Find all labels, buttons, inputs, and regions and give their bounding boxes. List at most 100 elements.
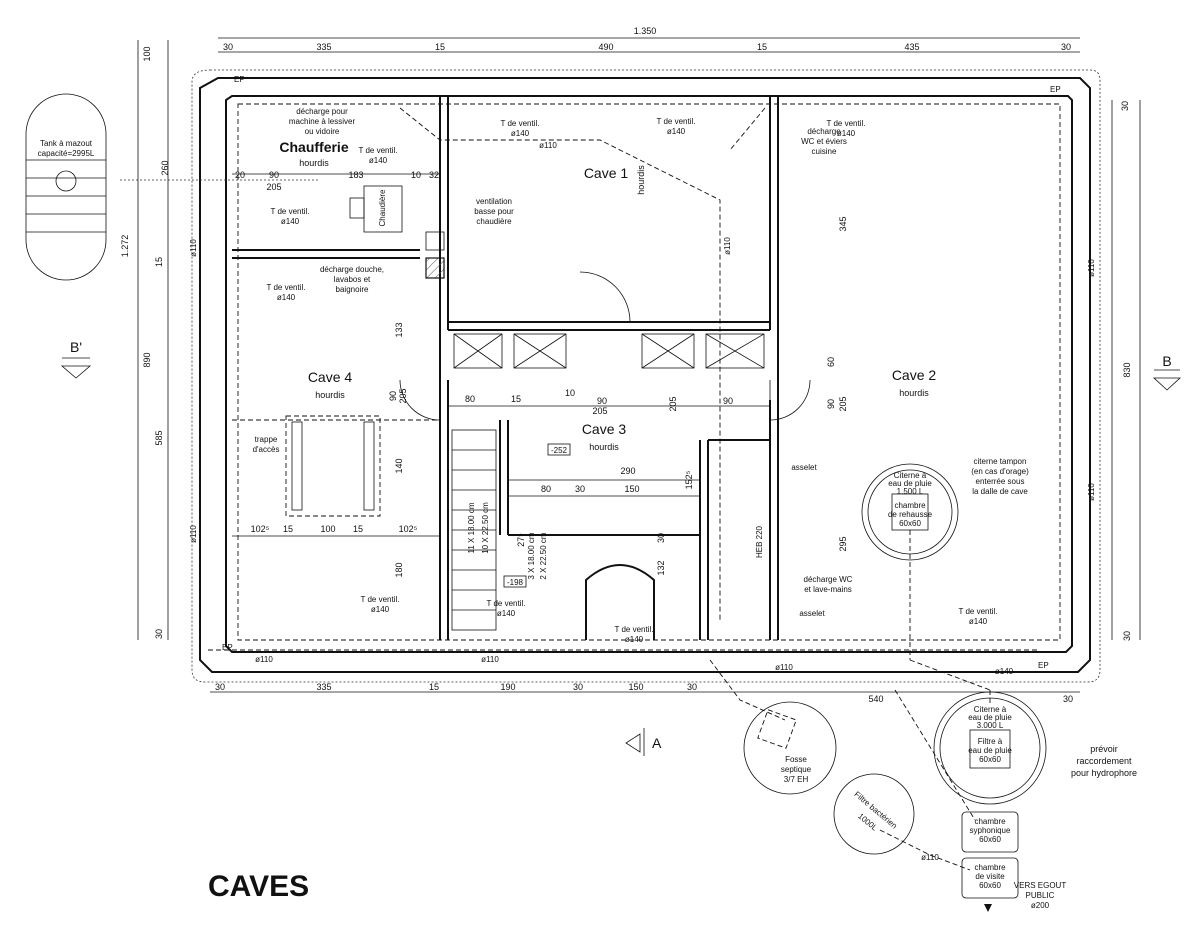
dim-left-inner-3: 140 [394, 458, 404, 473]
vent-diam-3: ø140 [667, 127, 686, 136]
level-252: -252 [551, 446, 568, 455]
chambre-rehausse-2: de rehausse [888, 510, 933, 519]
dim-left-1: 100 [142, 46, 152, 61]
ep-top-left: EP [234, 75, 245, 84]
dim-ch-2: 90 [269, 170, 279, 180]
dim-cv-8: 27⁵ [516, 533, 526, 547]
asselet-label-2: asselet [799, 609, 825, 618]
section-markers [60, 357, 1182, 756]
vent-label-9: T de ventil. [615, 625, 654, 634]
dim-left-5: 585 [154, 430, 164, 445]
dimension-lines [137, 37, 1141, 693]
chambre-rehausse-1: chambre [894, 501, 926, 510]
boiler [349, 185, 403, 233]
doors [399, 271, 811, 421]
egout-3: ø200 [1031, 901, 1050, 910]
citerne-tampon-3: enterrée sous [976, 477, 1025, 486]
shafts [425, 231, 765, 369]
prevoir-3: pour hydrophore [1071, 768, 1137, 778]
pipe-d110-j: ø110 [1087, 259, 1096, 277]
section-bprime-label: B' [70, 339, 82, 355]
dim-c3-5: 205 [592, 406, 607, 416]
decharge-wc-lave-2: et lave-mains [804, 585, 852, 594]
dim-bot-6: 150 [628, 682, 643, 692]
dim-bot-2: 335 [316, 682, 331, 692]
note-douche-3: baignoire [336, 285, 369, 294]
pipe-d110-b: ø110 [723, 237, 732, 255]
pipe-d110-g: ø110 [921, 853, 939, 862]
filtre-pluie-2: eau de pluie [968, 746, 1012, 755]
decharge-wc-lave-1: décharge WC [804, 575, 853, 584]
tank-label-2: capacité=2995L [38, 149, 95, 158]
stair-label-1: 11 X 18.00 cm [467, 502, 476, 553]
chambre-siphon-1: chambre [974, 817, 1006, 826]
vent-diam-9: ø140 [625, 635, 644, 644]
dim-right-5: 830 [1122, 362, 1132, 377]
dim-c4-1: 102⁵ [251, 524, 270, 534]
room-cave1: Cave 1 [584, 165, 629, 181]
egout-1: VERS EGOUT [1014, 881, 1067, 890]
dim-top-5: 15 [757, 42, 767, 52]
room-cave2-hourdis: hourdis [899, 388, 929, 398]
boiler-label: Chaudière [378, 189, 387, 226]
pipe-d110-c: ø110 [255, 655, 273, 664]
dim-right-6: 295 [838, 536, 848, 551]
outer-walls [191, 69, 1101, 683]
fosse-1: Fosse [785, 755, 807, 764]
dim-ch-3: 183 [348, 170, 363, 180]
vent-diam-2: ø140 [511, 129, 530, 138]
dim-cv-1: 90 [388, 391, 398, 401]
chambre-siphon-3: 60x60 [979, 835, 1001, 844]
room-chaufferie: Chaufferie [279, 139, 348, 155]
dim-total-top: 1.350 [634, 26, 657, 36]
pipe-d110-h: ø110 [189, 239, 198, 257]
pipe-d110-i: ø110 [189, 525, 198, 543]
pipe-d110-a: ø110 [539, 141, 557, 150]
note-douche-2: lavabos et [334, 275, 371, 284]
vent-diam-10: ø140 [969, 617, 988, 626]
level-198-box [503, 575, 527, 588]
room-cave4-hourdis: hourdis [315, 390, 345, 400]
dim-bot-4: 190 [500, 682, 515, 692]
dim-ch-1: 20 [235, 170, 245, 180]
citerne-big-2: eau de pluie [968, 713, 1012, 722]
ep-bottom-left: EP [222, 643, 233, 652]
room-cave3-hourdis: hourdis [589, 442, 619, 452]
vent-diam-5: ø140 [281, 217, 300, 226]
level-252-box [547, 443, 571, 456]
section-a-label: A [652, 735, 662, 751]
stair-label-3: 3 X 18.00 cm [527, 532, 536, 579]
interior-walls [232, 96, 779, 640]
pipe-d110-k: ø110 [1087, 483, 1096, 501]
dim-top-1: 30 [223, 42, 233, 52]
dim-right-3: 60 [826, 357, 836, 367]
dim-top-7: 30 [1061, 42, 1071, 52]
vent-diam-8: ø140 [497, 609, 516, 618]
ep-top-right: EP [1050, 85, 1061, 94]
dim-cv-7: 132 [656, 560, 666, 575]
dim-c3-mid-2: 80 [541, 484, 551, 494]
note-ventilation-3: chaudière [476, 217, 512, 226]
citerne-tampon-1: citerne tampon [974, 457, 1027, 466]
access-hatch [285, 415, 381, 517]
dim-c3-2: 15 [511, 394, 521, 404]
dim-left-2: 1.272 [120, 235, 130, 258]
dim-right-2: 345 [838, 216, 848, 231]
citerne-tampon-2: (en cas d'orage) [971, 467, 1029, 476]
plan-title: CAVES [208, 870, 309, 903]
vent-label-6: T de ventil. [267, 283, 306, 292]
dim-top-3: 15 [435, 42, 445, 52]
chambre-siphon-2: syphonique [970, 826, 1011, 835]
citerne-small-2: eau de pluie [888, 479, 932, 488]
prevoir-1: prévoir [1090, 744, 1118, 754]
outdoor-tanks [743, 463, 1047, 912]
dim-bot-5: 30 [573, 682, 583, 692]
dim-c3-3: 10 [565, 388, 575, 398]
dim-cv-2: 205 [398, 388, 408, 403]
note-wc-eviers-2: WC et éviers [801, 137, 847, 146]
dim-bot-3: 15 [429, 682, 439, 692]
asselet-label-1: asselet [791, 463, 817, 472]
chambre-visite-1: chambre [974, 863, 1006, 872]
room-cave1-hourdis: hourdis [636, 165, 646, 195]
room-cave3: Cave 3 [582, 421, 627, 437]
